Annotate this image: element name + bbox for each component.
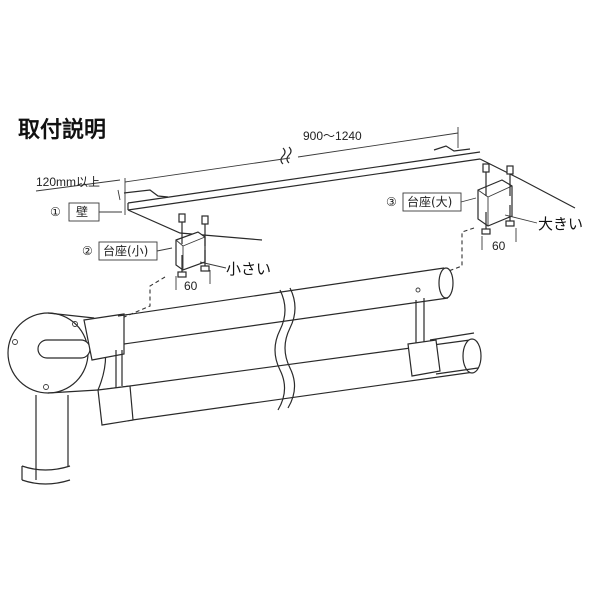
left-hanger (115, 350, 123, 388)
small-callout: 小さい (226, 260, 271, 278)
small-bracket (175, 213, 210, 278)
ceiling-beam (123, 145, 576, 241)
base-large-number: ③ (386, 195, 397, 209)
large-bracket (477, 163, 515, 235)
wall-label: 壁 (76, 204, 88, 219)
base-small-number: ② (82, 244, 93, 258)
right-hanger (415, 298, 425, 345)
bracket-large-dim-lines (481, 228, 517, 250)
upper-rod (117, 267, 454, 345)
bracket-small-dim-lines (175, 270, 211, 290)
large-leader (504, 214, 538, 224)
span-label: 900～1240 (303, 129, 362, 143)
bracket-small-width: 60 (184, 279, 198, 293)
wall-mount-assembly (7, 312, 125, 485)
break-line-2 (284, 287, 296, 409)
wall-callout: ① 壁 (50, 202, 122, 222)
clearance-label: 120mm以上 (36, 175, 100, 189)
wall-number: ① (50, 205, 61, 219)
small-leader (199, 261, 227, 269)
break-line (274, 289, 286, 411)
base-large-callout: ③ 台座(大) (386, 192, 477, 212)
base-large-label: 台座(大) (407, 194, 452, 209)
page-title: 取付説明 (18, 117, 106, 143)
base-small-callout: ② 台座(小) (82, 241, 173, 261)
guide-small (121, 276, 166, 319)
span-dimension: 900～1240 (124, 127, 459, 215)
clearance-dimension: 120mm以上 (35, 175, 121, 201)
lower-rod (97, 332, 482, 426)
base-small-label: 台座(小) (103, 243, 148, 258)
large-callout: 大きい (538, 215, 583, 233)
guide-large (445, 227, 475, 273)
bracket-large-width: 60 (492, 239, 506, 253)
